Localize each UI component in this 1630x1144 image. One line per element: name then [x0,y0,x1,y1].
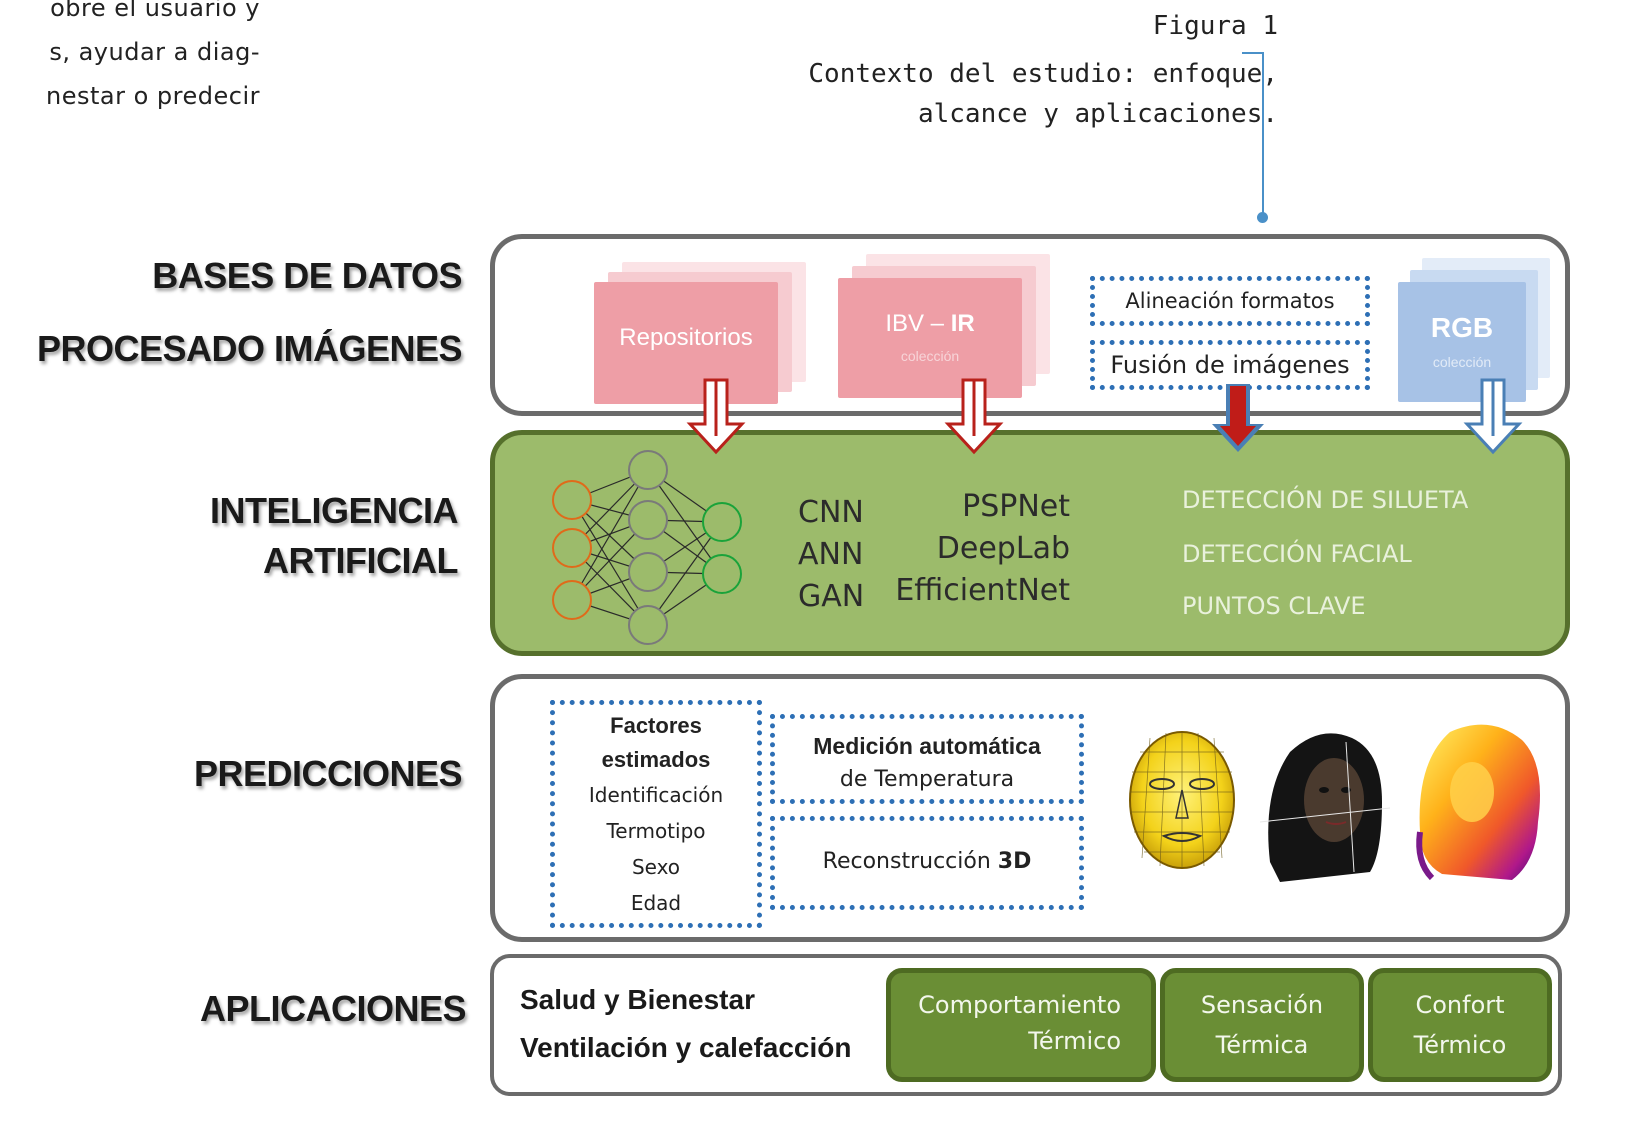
app-box-line2: Térmico [1413,1031,1507,1059]
app-box-line1: Comportamiento [918,991,1121,1019]
body-text-line: obre el usuario y [50,0,260,22]
figure-caption: Figura 1 Contexto del estudio: enfoque, … [808,6,1278,134]
reconstruccion-label: Reconstrucción [822,849,998,874]
app-box-comportamiento: Comportamiento Térmico [886,968,1156,1082]
models-right-list: PSPNet DeepLab EfficientNet [880,486,1070,612]
arrow-rgb-icon [1463,378,1523,455]
caption-line-2: alcance y aplicaciones. [917,99,1278,129]
nn-input-node [552,480,592,520]
factores-estimados-box: Factores estimados Identificación Termot… [550,700,762,928]
rgb-title: RGB [1430,312,1494,343]
fusion-imagenes-box: Fusión de imágenes [1090,340,1370,390]
model-name: ANN [798,537,864,572]
nn-hidden-node [628,552,668,592]
neural-network-icon [552,450,742,645]
nn-input-node [552,580,592,620]
factor-item: Termotipo [606,819,706,843]
face-thermal-icon [1416,724,1540,881]
ibv-ir-document-stack: IBV – IR colección [834,254,1054,404]
body-text-line: s, ayudar a diag- [49,38,260,66]
app-box-line1: Sensación [1200,991,1324,1019]
nn-hidden-node [628,450,668,490]
factor-item: Edad [630,891,682,915]
factor-item: Identificación [588,783,724,807]
arrow-repositorios-icon [686,378,746,455]
label-predicciones: PREDICCIONES [193,753,463,794]
ibv-ir-title-part: IBV – [885,310,951,337]
figure-number: Figura 1 [1152,11,1278,41]
model-name: PSPNet [962,489,1070,524]
app-box-confort: Confort Térmico [1368,968,1552,1082]
application-ventilacion: Ventilación y calefacción [520,1032,852,1063]
application-salud: Salud y Bienestar [520,984,755,1015]
medicion-temperatura-box: Medición automática de Temperatura [770,714,1084,804]
label-procesado-imagenes: PROCESADO IMÁGENES [36,328,463,369]
model-name: EfficientNet [895,573,1070,608]
detection-facial: DETECCIÓN FACIAL [1182,540,1412,568]
caption-connector-vertical [1262,52,1264,218]
factor-item: Sexo [631,855,681,879]
medicion-title: Medición automática [813,733,1041,759]
doc-sheet [594,282,778,404]
model-name: GAN [798,579,865,614]
body-text-line: nestar o predecir [46,82,260,110]
nn-output-node [702,502,742,542]
label-inteligencia: INTELIGENCIA [209,490,459,531]
label-aplicaciones: APLICACIONES [199,988,467,1029]
repositorios-label: Repositorios [619,324,753,351]
factores-title-2: estimados [601,747,711,772]
nn-hidden-node [628,605,668,645]
face-mesh-icon [1129,731,1235,869]
face-visualizations [1129,724,1540,882]
models-left-list: CNN ANN GAN [798,492,864,618]
caption-connector [1242,52,1263,54]
caption-line-1: Contexto del estudio: enfoque, [808,59,1278,89]
label-bases-de-datos: BASES DE DATOS [152,255,462,296]
body-text-fragment: obre el usuario y s, ayudar a diag- nest… [0,0,260,118]
rgb-subtitle: colección [1432,354,1492,370]
ibv-ir-title-bold: IR [950,310,975,337]
app-box-sensacion: Sensación Térmica [1160,968,1364,1082]
reconstruccion-3d-label: 3D [997,849,1032,874]
model-name: DeepLab [936,531,1070,566]
app-box-line1: Confort [1415,991,1505,1019]
model-name: CNN [798,495,864,530]
repositorios-document-stack: Repositorios [590,262,810,412]
label-artificial: ARTIFICIAL [263,540,458,581]
factores-title: Factores [610,713,702,738]
nn-input-node [552,528,592,568]
caption-connector-dot [1257,212,1268,223]
app-box-line2: Térmico [1028,1027,1121,1055]
nn-edges [571,469,723,626]
alineacion-formatos-box: Alineación formatos [1090,276,1370,326]
nn-output-node [702,554,742,594]
arrow-fusion-icon [1212,384,1264,452]
reconstruccion-3d-box: Reconstrucción 3D [770,816,1084,910]
ibv-ir-subtitle: colección [900,348,960,364]
arrow-ibv-ir-icon [944,378,1004,455]
face-rgb-pointcloud-icon [1259,733,1391,882]
nn-hidden-node [628,500,668,540]
ibv-ir-title: IBV – IR [838,310,1022,338]
detection-silhouette: DETECCIÓN DE SILUETA [1182,486,1469,514]
doc-sheet [838,278,1022,398]
panel-artificial-intelligence [490,430,1570,656]
app-box-line2: Térmica [1215,1031,1309,1059]
detection-keypoints: PUNTOS CLAVE [1182,592,1366,620]
medicion-subtitle: de Temperatura [839,767,1015,792]
